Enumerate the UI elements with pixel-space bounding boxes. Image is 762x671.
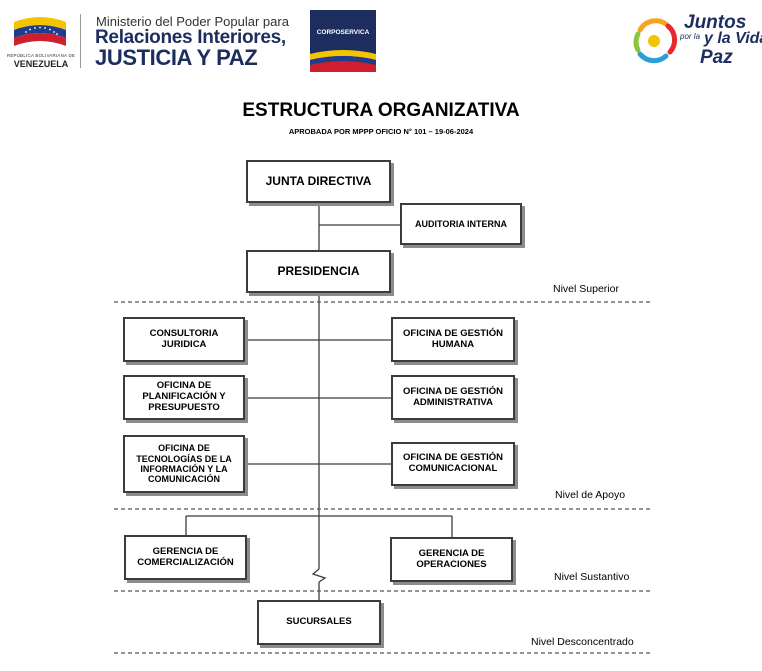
juntos-text-1: Juntos	[684, 12, 747, 33]
venezuela-flag-logo	[14, 17, 66, 46]
gerencia-operaciones-box: GERENCIA DE OPERACIONES	[390, 537, 513, 582]
header-divider	[80, 14, 81, 68]
country-caption: VENEZUELA	[13, 59, 69, 69]
juntos-text-3: y la Vida	[704, 30, 762, 47]
level-label-sustantivo: Nivel Sustantivo	[554, 571, 630, 583]
ministry-line-1: Ministerio del Poder Popular para	[96, 14, 289, 29]
oficina-gestion-administrativa-box: OFICINA DE GESTIÓN ADMINISTRATIVA	[391, 375, 515, 420]
corposervica-logo	[310, 10, 376, 72]
presidencia-box: PRESIDENCIA	[246, 250, 391, 293]
country-caption-small: REPÚBLICA BOLIVARIANA DE	[6, 53, 76, 58]
level-label-apoyo: Nivel de Apoyo	[555, 489, 626, 501]
page-subtitle: APROBADA POR MPPP OFICIO N° 101 – 19-06-…	[288, 127, 474, 136]
sucursales-box: SUCURSALES	[257, 600, 381, 645]
consultoria-juridica-box: CONSULTORIA JURIDICA	[123, 317, 245, 362]
oficina-gestion-comunicacional-box: OFICINA DE GESTIÓN COMUNICACIONAL	[391, 442, 515, 486]
gerencia-comercializacion-box: GERENCIA DE COMERCIALIZACIÓN	[124, 535, 247, 580]
oficina-gestion-humana-box: OFICINA DE GESTIÓN HUMANA	[391, 317, 515, 362]
junta-directiva-box: JUNTA DIRECTIVA	[246, 160, 391, 203]
page-title: ESTRUCTURA ORGANIZATIVA	[242, 100, 520, 121]
ministry-line-2: Relaciones Interiores,	[95, 27, 286, 48]
auditoria-interna-box: AUDITORIA INTERNA	[400, 203, 522, 245]
corposervica-label: CORPOSERVICA	[316, 29, 370, 36]
juntos-logo-icon	[633, 18, 678, 64]
juntos-text-2: por la	[680, 32, 701, 41]
oficina-planificacion-box: OFICINA DE PLANIFICACIÓN Y PRESUPUESTO	[123, 375, 245, 420]
level-label-superior: Nivel Superior	[553, 283, 619, 295]
ministry-line-3: JUSTICIA Y PAZ	[95, 45, 258, 70]
juntos-text-4: Paz	[700, 47, 733, 68]
level-label-desconcentrado: Nivel Desconcentrado	[531, 636, 634, 648]
oficina-tecnologias-box: OFICINA DE TECNOLOGÍAS DE LA INFORMACIÓN…	[123, 435, 245, 493]
